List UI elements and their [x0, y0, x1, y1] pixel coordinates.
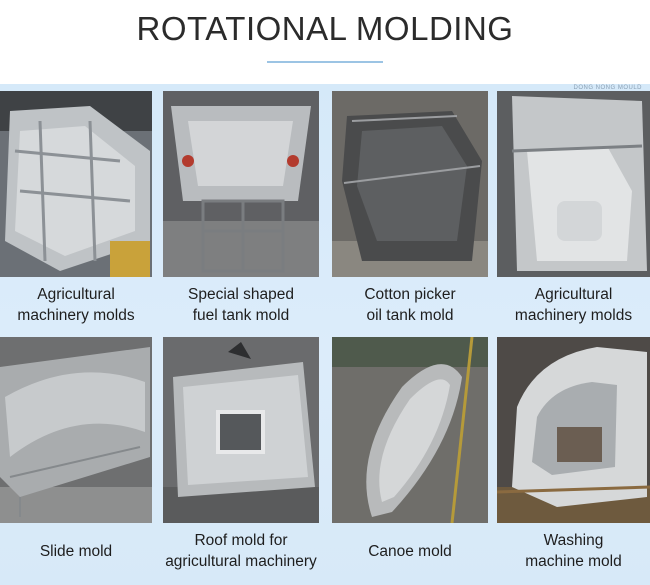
- washing-machine-mold-photo: [497, 337, 650, 523]
- item-caption: Canoe mold: [368, 543, 452, 560]
- agricultural-machinery-mold-photo: [497, 91, 650, 277]
- roof-mold-photo: [163, 337, 319, 523]
- title-underline: [267, 61, 383, 63]
- agricultural-machinery-mold-photo: [0, 91, 152, 277]
- fuel-tank-mold-photo: [163, 91, 319, 277]
- page-header: ROTATIONAL MOLDING: [0, 0, 650, 84]
- oil-tank-mold-photo: [332, 91, 488, 277]
- canoe-mold-photo: [332, 337, 488, 523]
- watermark-text: DONG NONG MOULD: [573, 85, 642, 91]
- slide-mold-photo: [0, 337, 152, 523]
- page-title: ROTATIONAL MOLDING: [136, 10, 514, 47]
- item-caption: Slide mold: [39, 543, 113, 560]
